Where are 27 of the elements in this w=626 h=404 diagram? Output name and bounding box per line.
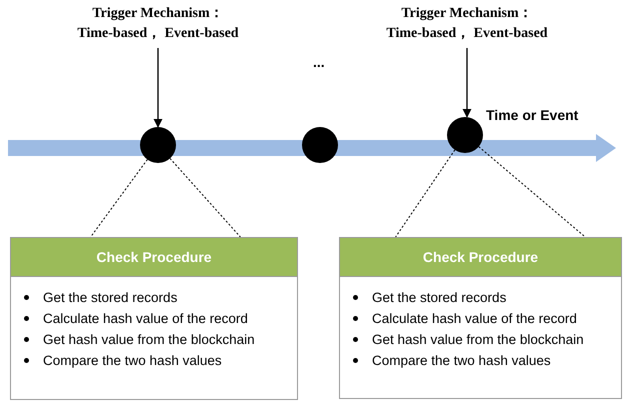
list-item: Compare the two hash values — [372, 352, 551, 370]
card-header: Check Procedure — [340, 238, 621, 277]
event-dot — [447, 117, 483, 153]
arrow — [154, 48, 162, 128]
procedure-card — [10, 237, 298, 400]
dotted-line — [170, 158, 241, 238]
trigger-types: Time-based， Event-based — [386, 25, 548, 43]
axis-label: Time or Event — [486, 107, 578, 123]
ellipsis: ... — [313, 54, 325, 70]
list-item: Get the stored records — [43, 289, 178, 307]
trigger-heading: Trigger Mechanism： — [92, 5, 224, 23]
card-header: Check Procedure — [11, 238, 297, 277]
trigger-types: Time-based， Event-based — [77, 25, 239, 43]
trigger-heading: Trigger Mechanism： — [401, 5, 533, 23]
arrow — [462, 48, 472, 118]
list-item: Get hash value from the blockchain — [372, 331, 584, 349]
event-dot — [302, 127, 338, 163]
dotted-line — [90, 159, 148, 238]
list-item: Calculate hash value of the record — [372, 310, 577, 328]
list-item: Get hash value from the blockchain — [43, 331, 255, 349]
dotted-line — [395, 149, 456, 238]
dotted-line — [478, 146, 586, 238]
event-dot — [140, 127, 176, 163]
list-item: Calculate hash value of the record — [43, 310, 248, 328]
list-item: Get the stored records — [372, 289, 506, 307]
procedure-card — [339, 237, 622, 399]
list-item: Compare the two hash values — [43, 352, 222, 370]
